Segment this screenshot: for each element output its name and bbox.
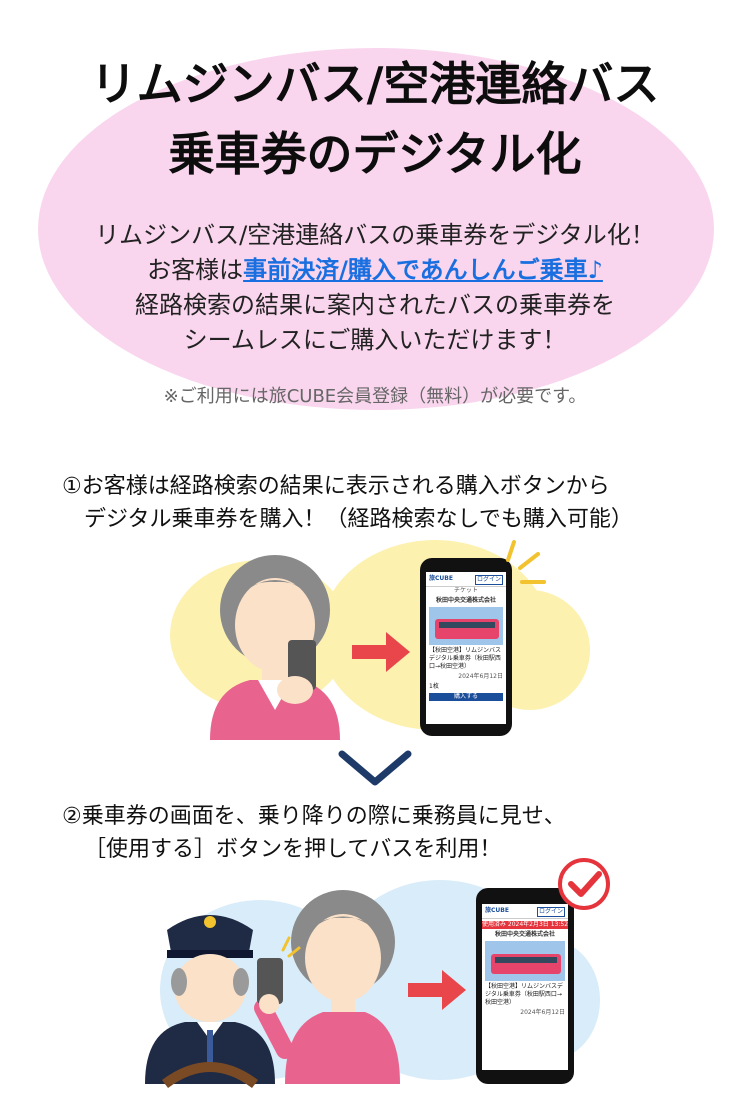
check-circle-icon (558, 858, 610, 910)
phone-mockup-purchase: 旅CUBE ログイン チケット 秋田中央交通株式会社 【秋田空港】リムジンバスデ… (420, 558, 512, 736)
phone2-date: 2024年6月12日 (520, 1009, 565, 1016)
intro-line3: 経路検索の結果に案内されたバスの乗車券を (135, 291, 615, 319)
phone1-ticket-name: 【秋田空港】リムジンバスデジタル乗車券（秋田駅西口→秋田空港） (429, 647, 502, 670)
intro-line2: お客様は事前決済/購入であんしんご乗車♪ (0, 253, 750, 288)
phone2-company: 秋田中央交通株式会社 (494, 931, 555, 938)
step1-line2: デジタル乗車券を購入！（経路検索なしでも購入可能） (84, 507, 633, 532)
chevron-down-icon (338, 750, 412, 786)
sparkle-lines-icon (506, 540, 546, 584)
page-title-line1: リムジンバス/空港連絡バス (90, 57, 660, 111)
phone1-buy-button[interactable]: 購入する (429, 693, 503, 701)
woman-showing-phone-icon (254, 890, 400, 1084)
phone2-used-status: 使用済み 2024年2月3日 13:52 (482, 921, 568, 929)
step2-line1: ②乗車券の画面を、乗り降りの際に乗務員に見せ、 (62, 804, 566, 829)
membership-note: ※ご利用には旅CUBE会員登録（無料）が必要です。 (163, 386, 587, 407)
intro-highlight-link[interactable]: 事前決済/購入であんしんご乗車♪ (243, 256, 603, 284)
right-arrow-icon (408, 970, 466, 1010)
woman-with-phone-icon (210, 555, 340, 740)
intro-line2-prefix: お客様は (147, 256, 244, 284)
step2-text: ②乗車券の画面を、乗り降りの際に乗務員に見せ、 ［使用する］ボタンを押してバスを… (62, 800, 566, 866)
phone1-qty: 1枚 (429, 683, 439, 690)
intro-line1: リムジンバス/空港連絡バスの乗車券をデジタル化！ (95, 221, 655, 249)
phone-mockup-used-ticket: 旅CUBE ログイン 使用済み 2024年2月3日 13:52 秋田中央交通株式… (476, 888, 574, 1084)
phone2-app-name: 旅CUBE (485, 907, 509, 914)
phone1-tab[interactable]: チケット (453, 587, 478, 594)
page-title-line2: 乗車券のデジタル化 (168, 127, 582, 181)
right-arrow-icon (352, 632, 410, 672)
bus-photo (429, 607, 503, 645)
phone2-login-button[interactable]: ログイン (536, 907, 565, 917)
step1-text: ①お客様は経路検索の結果に表示される購入ボタンから デジタル乗車券を購入！（経路… (62, 470, 633, 536)
phone1-app-name: 旅CUBE (429, 575, 453, 582)
phone1-screen: 旅CUBE ログイン チケット 秋田中央交通株式会社 【秋田空港】リムジンバスデ… (426, 572, 506, 724)
header-bubble (38, 48, 714, 410)
step2-line2: ［使用する］ボタンを押してバスを利用！ (84, 837, 502, 862)
intro-line4: シームレスにご購入いただけます！ (183, 326, 567, 354)
phone2-ticket-name: 【秋田空港】リムジンバスデジタル乗車券（秋田駅西口→秋田空港） (485, 983, 564, 1006)
phone1-login-button[interactable]: ログイン (474, 575, 503, 585)
phone1-date: 2024年6月12日 (458, 673, 503, 680)
bus-photo (485, 941, 565, 981)
phone2-screen: 旅CUBE ログイン 使用済み 2024年2月3日 13:52 秋田中央交通株式… (482, 904, 568, 1070)
phone1-company: 秋田中央交通株式会社 (435, 597, 496, 604)
bus-driver-icon (145, 915, 275, 1089)
step1-line1: ①お客様は経路検索の結果に表示される購入ボタンから (62, 474, 610, 499)
